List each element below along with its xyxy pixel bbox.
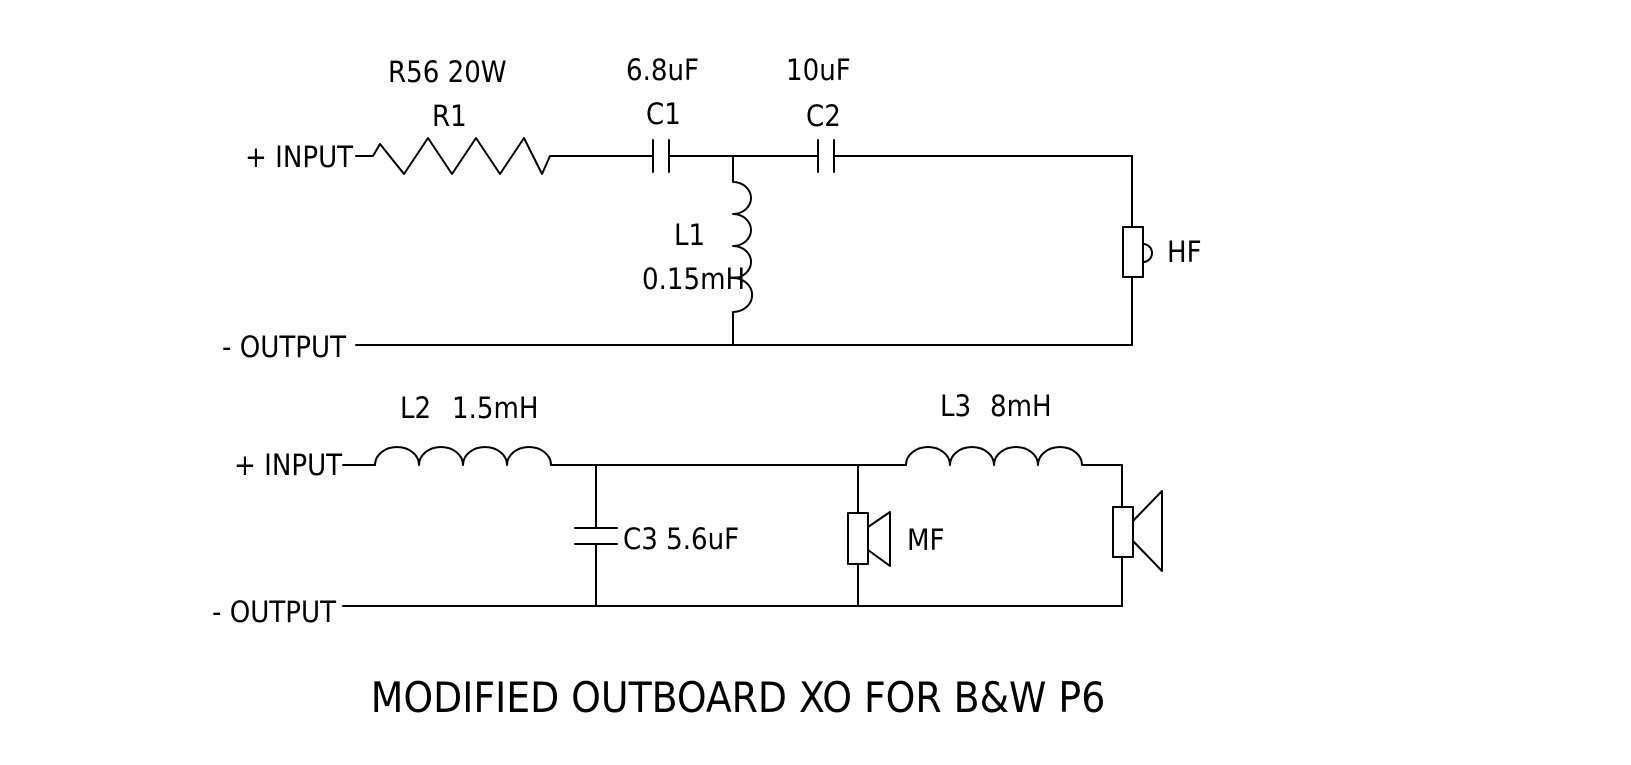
- l2-inductor: [342, 446, 907, 466]
- l1-value: 0.15mH: [642, 262, 745, 296]
- hf-driver-body: [1122, 226, 1144, 278]
- mf-input-label: + INPUT: [234, 448, 343, 482]
- lf-driver-body: [1112, 506, 1134, 558]
- mf-driver-label: MF: [907, 523, 945, 557]
- c2-capacitor: [811, 139, 1133, 173]
- l3-inductor: [905, 446, 1123, 466]
- hf-output-label: - OUTPUT: [222, 330, 347, 364]
- r1-rating: R56 20W: [388, 55, 507, 89]
- mf-output-label: - OUTPUT: [212, 595, 337, 629]
- mf-driver-body: [847, 512, 869, 565]
- l3-value: 8mH: [990, 389, 1052, 423]
- hf-driver-label: HF: [1167, 235, 1202, 269]
- c1-capacitor: [644, 139, 813, 173]
- r1-ref: R1: [432, 99, 467, 133]
- c1-ref: C1: [646, 97, 681, 131]
- c2-ref: C2: [806, 99, 841, 133]
- l2-value: 1.5mH: [452, 391, 539, 425]
- diagram-title: MODIFIED OUTBOARD XO FOR B&W P6: [371, 673, 1106, 722]
- hf-circuit: + INPUT - OUTPUT R56 20W R1 6.8uF C1 10u…: [222, 53, 1202, 364]
- mf-circuit: + INPUT - OUTPUT L2 1.5mH L3 8mH C3 5.6u…: [212, 389, 1163, 629]
- l2-ref: L2: [400, 391, 431, 425]
- lf-driver-cone: [1132, 490, 1163, 572]
- l1-ref: L1: [674, 218, 705, 252]
- hf-tweeter-dome: [1142, 243, 1153, 263]
- r1-resistor: [355, 137, 646, 175]
- hf-input-label: + INPUT: [245, 140, 354, 174]
- mf-driver-cone: [867, 511, 891, 567]
- c3-capacitor: [574, 464, 618, 607]
- l1-inductor: [732, 155, 754, 346]
- c1-value: 6.8uF: [626, 53, 699, 87]
- c3-label: C3 5.6uF: [623, 522, 739, 556]
- l3-ref: L3: [940, 389, 971, 423]
- c2-value: 10uF: [786, 53, 851, 87]
